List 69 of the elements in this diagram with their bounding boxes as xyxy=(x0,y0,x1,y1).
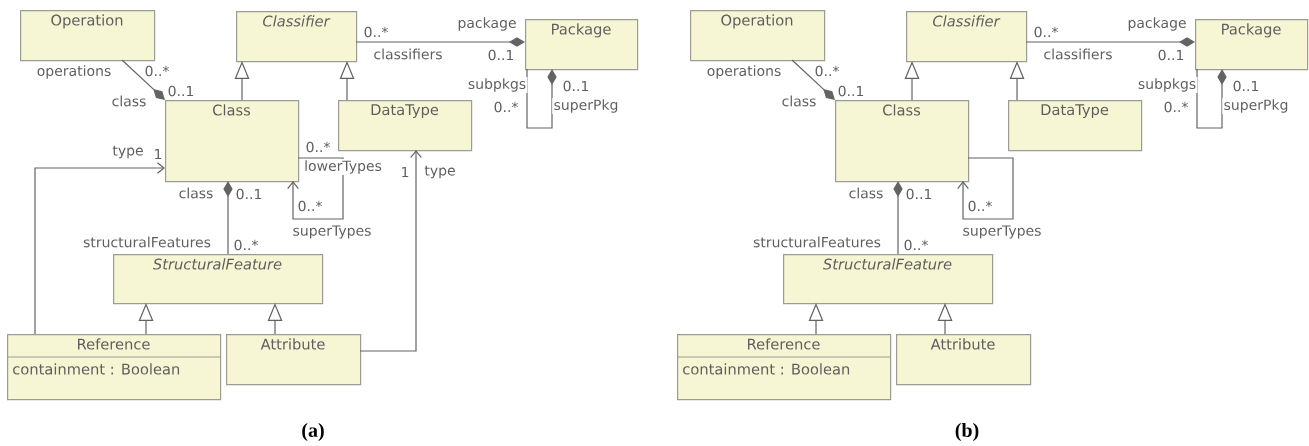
composition-line xyxy=(893,181,903,255)
end-label: superPkg xyxy=(1222,97,1290,115)
composition-line xyxy=(526,68,557,129)
class-box: Operation xyxy=(20,10,156,62)
end-label: 0..* xyxy=(296,199,324,213)
end-label: type xyxy=(423,164,457,180)
end-label: operations xyxy=(705,63,783,81)
end-label: 1 xyxy=(152,147,164,161)
class-box: Operation xyxy=(690,10,826,62)
class-box: StructuralFeature xyxy=(113,254,324,305)
class-box: Classifier xyxy=(236,11,358,63)
end-label: structuralFeatures xyxy=(81,235,213,249)
end-label: 1 xyxy=(399,165,411,179)
end-label: 0..* xyxy=(362,25,390,39)
end-label: 0..1 xyxy=(166,84,196,98)
end-label: 0..* xyxy=(902,238,930,252)
class-box: Attribute xyxy=(226,334,362,386)
end-label: 0..* xyxy=(232,238,260,252)
class-box: Classifier xyxy=(906,11,1028,63)
class-box: StructuralFeature xyxy=(783,254,994,305)
class-box: DataType xyxy=(1008,100,1143,152)
class-box: Class xyxy=(165,100,300,183)
class-box: Class xyxy=(835,100,970,183)
panel-caption: (b) xyxy=(953,421,981,443)
end-label: class xyxy=(780,94,818,108)
end-label: 0..1 xyxy=(904,187,934,201)
end-label: classifiers xyxy=(1042,47,1114,61)
end-label: superPkg xyxy=(552,97,620,115)
class-box: Package xyxy=(525,19,639,71)
end-label: 0..* xyxy=(1162,100,1190,114)
class-box: Attribute xyxy=(896,334,1032,386)
end-label: 0..* xyxy=(143,64,171,78)
end-label: subpkgs xyxy=(466,76,528,94)
composition-line xyxy=(791,59,835,100)
composition-line xyxy=(223,181,233,255)
end-label: 0..* xyxy=(966,199,994,213)
class-box: Package xyxy=(1195,19,1309,71)
end-label: class xyxy=(110,94,148,108)
end-label: 0..* xyxy=(1032,25,1060,39)
association-arrow xyxy=(957,157,1014,220)
class-box: Reference containment : Boolean xyxy=(6,334,222,401)
end-label: 0..1 xyxy=(234,187,264,201)
class-box: DataType xyxy=(338,100,473,152)
class-box: Reference containment : Boolean xyxy=(676,334,892,401)
end-label: operations xyxy=(35,63,113,81)
end-label: package xyxy=(456,15,518,33)
end-label: structuralFeatures xyxy=(751,235,883,249)
end-label: 0..* xyxy=(492,100,520,114)
end-label: 0..1 xyxy=(486,48,516,62)
end-label: 0..1 xyxy=(1156,48,1186,62)
association-arrow xyxy=(287,157,344,220)
end-label: classifiers xyxy=(372,47,444,61)
end-label: 0..1 xyxy=(1231,79,1261,93)
end-label: subpkgs xyxy=(1136,76,1198,94)
end-label: 0..* xyxy=(813,64,841,78)
association-arrow xyxy=(359,150,422,352)
end-label: package xyxy=(1126,15,1188,33)
end-label: 0..* xyxy=(304,140,332,154)
end-label: 0..1 xyxy=(836,84,866,98)
end-label: type xyxy=(111,144,145,160)
end-label: superTypes xyxy=(961,224,1043,240)
composition-line xyxy=(1196,68,1227,129)
end-label: 0..1 xyxy=(561,79,591,93)
composition-line xyxy=(355,37,525,47)
association-arrow xyxy=(34,162,165,335)
end-label: lowerTypes xyxy=(302,158,384,176)
panel-caption: (a) xyxy=(300,421,326,443)
end-label: superTypes xyxy=(291,224,373,240)
composition-line xyxy=(121,59,165,100)
